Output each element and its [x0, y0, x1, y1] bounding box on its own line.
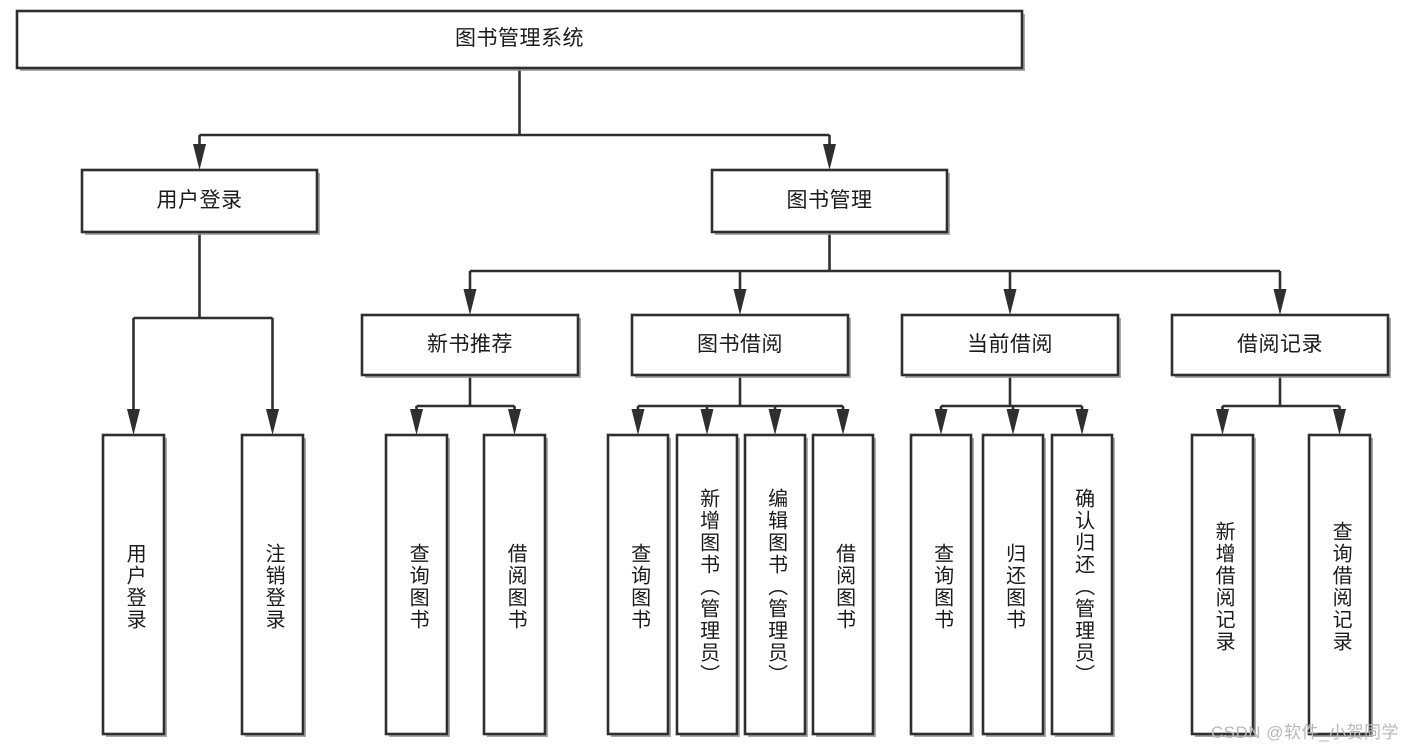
edge-arrowhead-l3_2: [1003, 289, 1017, 315]
node-box-leaf_3[interactable]: [482, 433, 547, 736]
edge-arrowhead-leaf_8: [934, 409, 948, 435]
node-box-leaf_2[interactable]: [384, 433, 449, 736]
box-layer: [15, 9, 1391, 737]
node-box-l3_0[interactable]: [360, 313, 580, 377]
edge-group-l2_1: [463, 232, 1287, 315]
edge-group-l3_0: [410, 375, 521, 435]
edge-arrowhead-leaf_4: [631, 409, 645, 435]
node-box-leaf_4[interactable]: [606, 433, 670, 736]
node-box-leaf_10[interactable]: [1050, 433, 1114, 736]
edge-arrowhead-leaf_1: [266, 409, 279, 435]
edge-layer: [127, 68, 1346, 435]
node-box-leaf_1[interactable]: [240, 433, 305, 736]
edge-arrowhead-leaf_5: [700, 409, 714, 435]
edge-group-l3_2: [934, 375, 1089, 435]
node-box-l3_3[interactable]: [1170, 313, 1390, 377]
edge-group-l2_0: [127, 232, 279, 435]
node-box-leaf_6[interactable]: [743, 433, 807, 736]
node-box-leaf_0[interactable]: [101, 433, 166, 736]
node-box-leaf_7[interactable]: [811, 433, 875, 736]
edge-arrowhead-leaf_0: [127, 409, 140, 435]
edge-arrowhead-leaf_11: [1216, 409, 1229, 435]
edge-arrowhead-l3_1: [733, 289, 747, 315]
node-box-l3_1[interactable]: [630, 313, 850, 377]
edge-arrowhead-l3_3: [1273, 289, 1287, 315]
edge-arrowhead-leaf_7: [836, 409, 850, 435]
edge-arrowhead-leaf_2: [410, 409, 423, 435]
edge-group-l3_1: [631, 375, 850, 435]
node-box-root[interactable]: [15, 9, 1024, 70]
node-box-l3_2[interactable]: [900, 313, 1120, 377]
edge-arrowhead-leaf_9: [1006, 409, 1020, 435]
edge-arrowhead-l3_0: [463, 289, 477, 315]
edge-arrowhead-leaf_10: [1075, 409, 1089, 435]
node-box-leaf_11[interactable]: [1190, 433, 1255, 736]
node-box-l2_1[interactable]: [710, 168, 949, 234]
node-box-leaf_9[interactable]: [981, 433, 1045, 736]
edge-group-l3_3: [1216, 375, 1346, 435]
node-box-leaf_5[interactable]: [675, 433, 739, 736]
edge-group-root: [193, 68, 836, 170]
edge-arrowhead-leaf_3: [508, 409, 521, 435]
edge-arrowhead-l2_0: [193, 144, 206, 170]
node-box-leaf_8[interactable]: [909, 433, 973, 736]
node-box-leaf_12[interactable]: [1307, 433, 1372, 736]
edge-arrowhead-l2_1: [823, 144, 836, 170]
node-box-l2_0[interactable]: [80, 168, 319, 234]
edge-arrowhead-leaf_6: [768, 409, 782, 435]
edge-arrowhead-leaf_12: [1333, 409, 1346, 435]
